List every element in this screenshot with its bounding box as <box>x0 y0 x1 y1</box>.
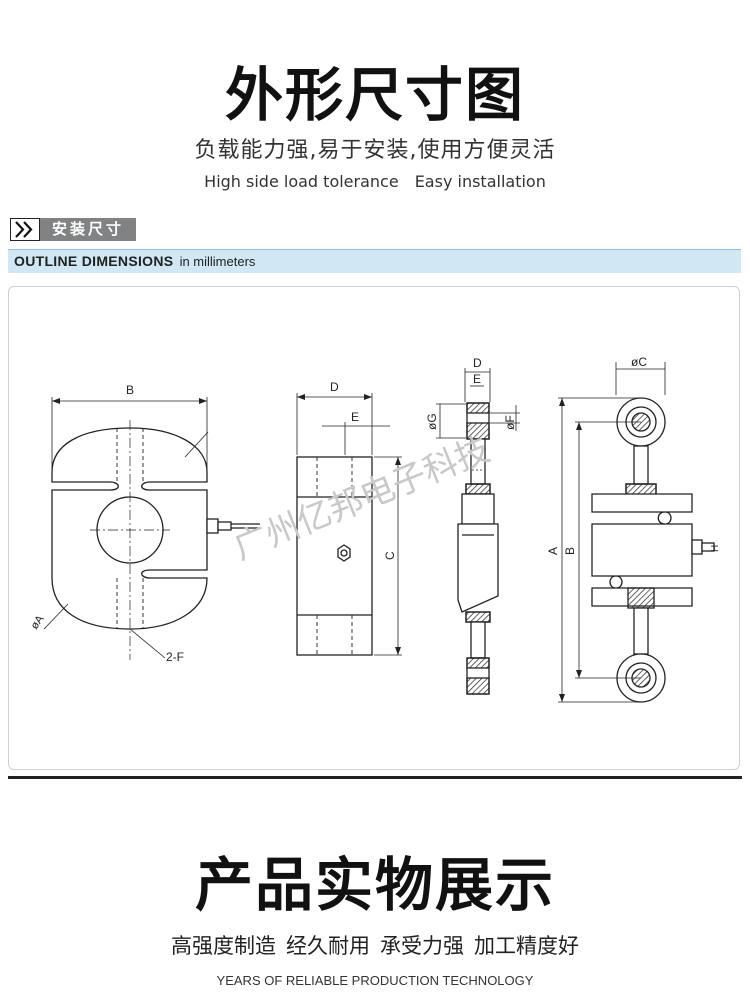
dim-label-b-assembly: B <box>563 547 577 555</box>
section-divider <box>8 776 742 779</box>
feature-side-load: High side load tolerance <box>204 172 399 191</box>
dim-label-b: B <box>126 383 134 397</box>
dim-label-c-side: C <box>383 551 397 560</box>
dim-label-e-side: E <box>351 410 359 424</box>
showcase-title: 产品实物展示 <box>194 851 555 919</box>
dim-label-h: H <box>710 545 721 552</box>
dim-label-2f: 2-F <box>166 650 184 664</box>
dim-label-e-assembly: E <box>473 372 481 386</box>
double-chevron-icon <box>10 218 40 241</box>
showcase-feature-strength: 高强度制造 <box>171 934 276 958</box>
showcase-feature-durable: 经久耐用 <box>286 934 370 958</box>
page-subtitle: 负载能力强,易于安装,使用方便灵活 <box>194 138 556 163</box>
side-view <box>296 393 402 656</box>
front-view <box>43 397 260 660</box>
showcase-features: 高强度制造经久耐用承受力强加工精度好 <box>0 930 750 960</box>
showcase-feature-precision: 加工精度好 <box>474 934 579 958</box>
dim-label-d-side: D <box>330 380 339 394</box>
showcase-tagline: YEARS OF RELIABLE PRODUCTION TECHNOLOGY <box>216 973 534 988</box>
section-bar: OUTLINE DIMENSIONS in millimeters <box>8 249 741 273</box>
section-bar-title: OUTLINE DIMENSIONS <box>14 253 174 269</box>
feature-list: High side load tolerance Easy installatio… <box>0 172 750 191</box>
section-badge-label: 安装尺寸 <box>40 218 136 241</box>
page-title: 外形尺寸图 <box>224 61 525 129</box>
assembly-front-view <box>558 362 715 703</box>
drawing-panel <box>8 286 740 770</box>
dim-label-d-assembly: D <box>473 356 482 370</box>
dim-label-phi-f: øF <box>503 415 517 430</box>
dim-label-a: A <box>546 547 560 555</box>
dim-label-phi-c: øC <box>631 355 647 369</box>
section-bar-unit: in millimeters <box>179 254 256 269</box>
section-badge: 安装尺寸 <box>10 218 136 241</box>
feature-installation: Easy installation <box>414 172 546 191</box>
dim-label-phi-g: øG <box>425 413 439 430</box>
assembly-side-view <box>436 368 520 695</box>
outline-drawing: B øA 2-F D E C D E øG øF øC A B H 广州亿邦电子… <box>29 355 721 703</box>
showcase-feature-load: 承受力强 <box>380 934 464 958</box>
